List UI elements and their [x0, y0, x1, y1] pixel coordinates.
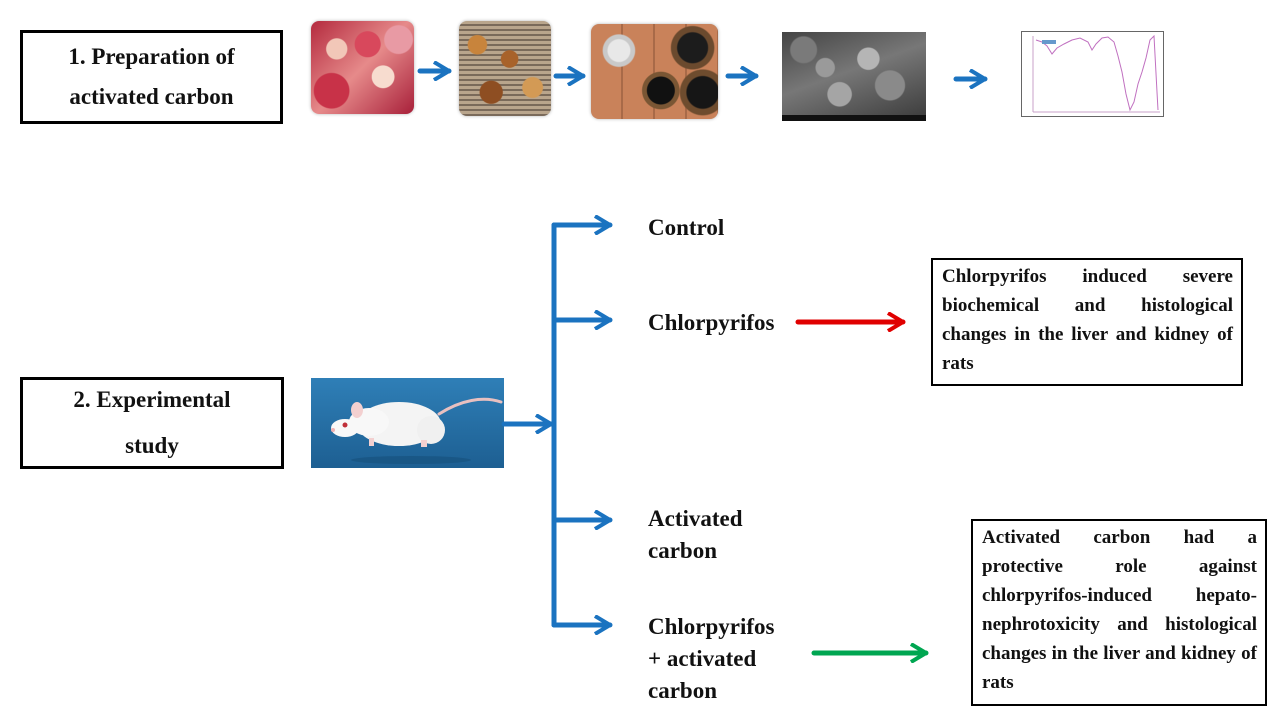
step1-title-line1: 1. Preparation of — [68, 44, 235, 69]
rat-photo — [311, 378, 504, 468]
step2-title-line2: study — [125, 433, 179, 458]
group-label-activated-carbon-line1: Activated — [648, 506, 743, 531]
group-label-combo-line1: Chlorpyrifos — [648, 614, 775, 639]
process-arrows — [417, 71, 988, 79]
step1-box: 1. Preparation of activated carbon — [20, 30, 283, 124]
pomegranate-peel-photo — [311, 21, 414, 114]
sem-micrograph — [782, 32, 926, 121]
group-label-chlorpyrifos-text: Chlorpyrifos — [648, 310, 775, 335]
protective-outcome-box: Activated carbon had a protective role a… — [971, 519, 1267, 706]
protective-outcome-text: Activated carbon had a protective role a… — [982, 527, 1257, 693]
group-label-chlorpyrifos: Chlorpyrifos — [648, 307, 775, 339]
step2-title-line1: 2. Experimental — [73, 387, 231, 412]
group-label-activated-carbon-line2: carbon — [648, 538, 717, 563]
group-label-combo-line3: carbon — [648, 678, 717, 703]
group-branches — [501, 225, 613, 625]
sem-scale-bar — [782, 115, 926, 121]
group-label-combo-line2: + activated — [648, 646, 757, 671]
group-label-combo: Chlorpyrifos + activated carbon — [648, 611, 775, 707]
dried-peel-photo — [459, 21, 551, 116]
group-label-control-text: Control — [648, 215, 725, 240]
toxic-outcome-text: Chlorpyrifos induced severe biochemical … — [942, 266, 1233, 374]
step2-box: 2. Experimental study — [20, 377, 284, 469]
activated-carbon-bowls-photo — [591, 24, 718, 119]
step1-title-line2: activated carbon — [69, 84, 234, 109]
group-label-control: Control — [648, 212, 724, 244]
toxic-outcome-box: Chlorpyrifos induced severe biochemical … — [931, 258, 1243, 386]
ftir-spectrum — [1021, 31, 1164, 117]
group-label-activated-carbon: Activated carbon — [648, 503, 743, 567]
